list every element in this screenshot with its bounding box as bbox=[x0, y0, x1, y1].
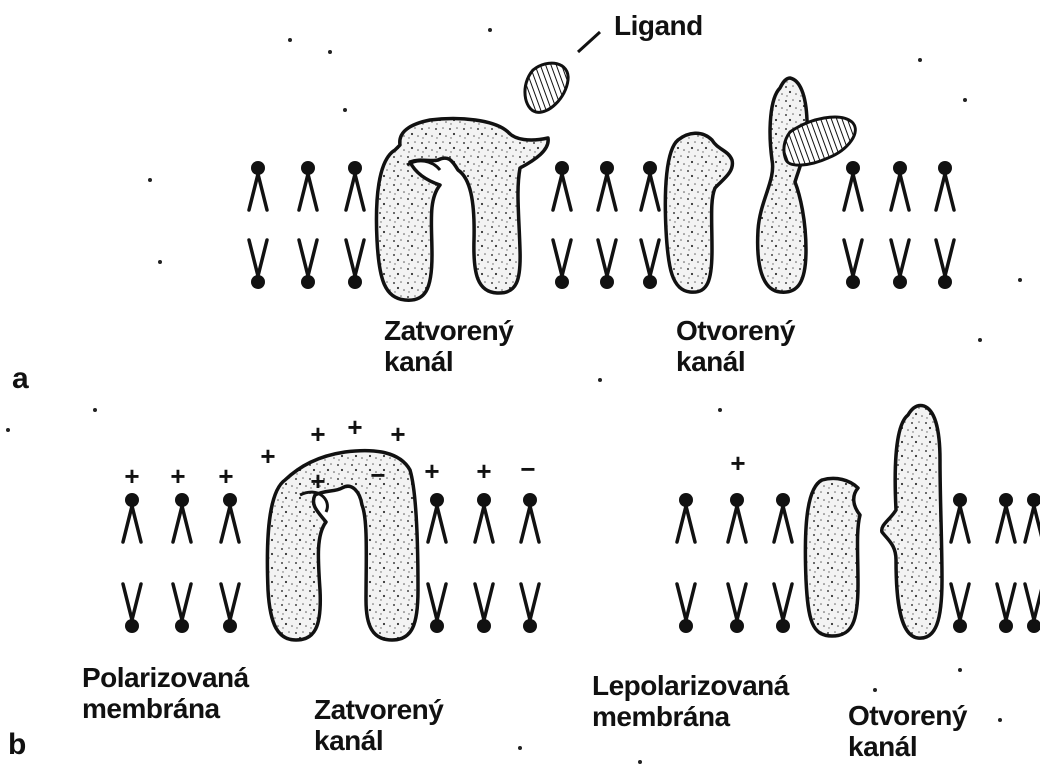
charge-sign: + bbox=[424, 456, 439, 486]
charge-sign: + bbox=[476, 456, 491, 486]
closed-channel-label-b: Zatvorený kanál bbox=[314, 694, 443, 756]
lipid-bilayer-a bbox=[249, 161, 954, 289]
speck bbox=[148, 178, 152, 182]
charge-sign: + bbox=[347, 412, 362, 442]
lipid-molecule bbox=[475, 493, 493, 633]
lipid-molecule bbox=[1025, 493, 1040, 633]
charge-sign: + bbox=[260, 441, 275, 471]
speck bbox=[518, 746, 522, 750]
lipid-molecule bbox=[249, 161, 267, 289]
lipid-molecule bbox=[951, 493, 969, 633]
lipid-molecule bbox=[173, 493, 191, 633]
charge-sign: + bbox=[390, 419, 405, 449]
charge-sign: − bbox=[520, 454, 535, 484]
lipid-molecule bbox=[774, 493, 792, 633]
lipid-molecule bbox=[891, 161, 909, 289]
charge-sign: + bbox=[124, 461, 139, 491]
closed-channel-label-a: Zatvorený kanál bbox=[384, 315, 513, 377]
speck bbox=[873, 688, 877, 692]
lipid-molecule bbox=[123, 493, 141, 633]
lipid-molecule bbox=[844, 161, 862, 289]
open-channel-a bbox=[665, 78, 855, 292]
speck bbox=[978, 338, 982, 342]
ligand-free bbox=[525, 32, 600, 112]
charge-sign: + bbox=[730, 448, 745, 478]
membrane-charges: +++++++++++−− bbox=[124, 412, 745, 496]
lipid-molecule bbox=[997, 493, 1015, 633]
speck bbox=[998, 718, 1002, 722]
lipid-molecule bbox=[299, 161, 317, 289]
speck bbox=[918, 58, 922, 62]
speck bbox=[1018, 278, 1022, 282]
lipid-molecule bbox=[728, 493, 746, 633]
charge-sign: + bbox=[170, 461, 185, 491]
charge-sign: + bbox=[310, 466, 325, 496]
lipid-molecule bbox=[936, 161, 954, 289]
lipid-molecule bbox=[598, 161, 616, 289]
charge-sign: + bbox=[218, 461, 233, 491]
charge-sign: − bbox=[370, 460, 385, 490]
speck bbox=[488, 28, 492, 32]
lipid-molecule bbox=[521, 493, 539, 633]
panel-letter-b: b bbox=[8, 728, 26, 762]
lipid-molecule bbox=[428, 493, 446, 633]
speck bbox=[963, 98, 967, 102]
speck bbox=[288, 38, 292, 42]
ligand-label: Ligand bbox=[614, 10, 703, 41]
speck bbox=[6, 428, 10, 432]
polarized-membrane-label: Polarizovaná membrána bbox=[82, 662, 249, 724]
lipid-molecule bbox=[221, 493, 239, 633]
speck bbox=[958, 668, 962, 672]
speck bbox=[638, 760, 642, 764]
lipid-molecule bbox=[346, 161, 364, 289]
lipid-molecule bbox=[677, 493, 695, 633]
speck bbox=[598, 378, 602, 382]
open-channel-label-b: Otvorený kanál bbox=[848, 700, 967, 762]
lipid-molecule bbox=[641, 161, 659, 289]
charge-sign: + bbox=[310, 419, 325, 449]
open-channel-b bbox=[805, 405, 942, 638]
panel-letter-a: a bbox=[12, 362, 29, 396]
speck bbox=[158, 260, 162, 264]
speck bbox=[718, 408, 722, 412]
speck bbox=[93, 408, 97, 412]
speck bbox=[328, 50, 332, 54]
open-channel-label-a: Otvorený kanál bbox=[676, 315, 795, 377]
lipid-molecule bbox=[553, 161, 571, 289]
closed-channel-b bbox=[267, 451, 418, 640]
closed-channel-a bbox=[376, 119, 548, 301]
speck bbox=[343, 108, 347, 112]
depolarized-membrane-label: Lepolarizovaná membrána bbox=[592, 670, 789, 732]
